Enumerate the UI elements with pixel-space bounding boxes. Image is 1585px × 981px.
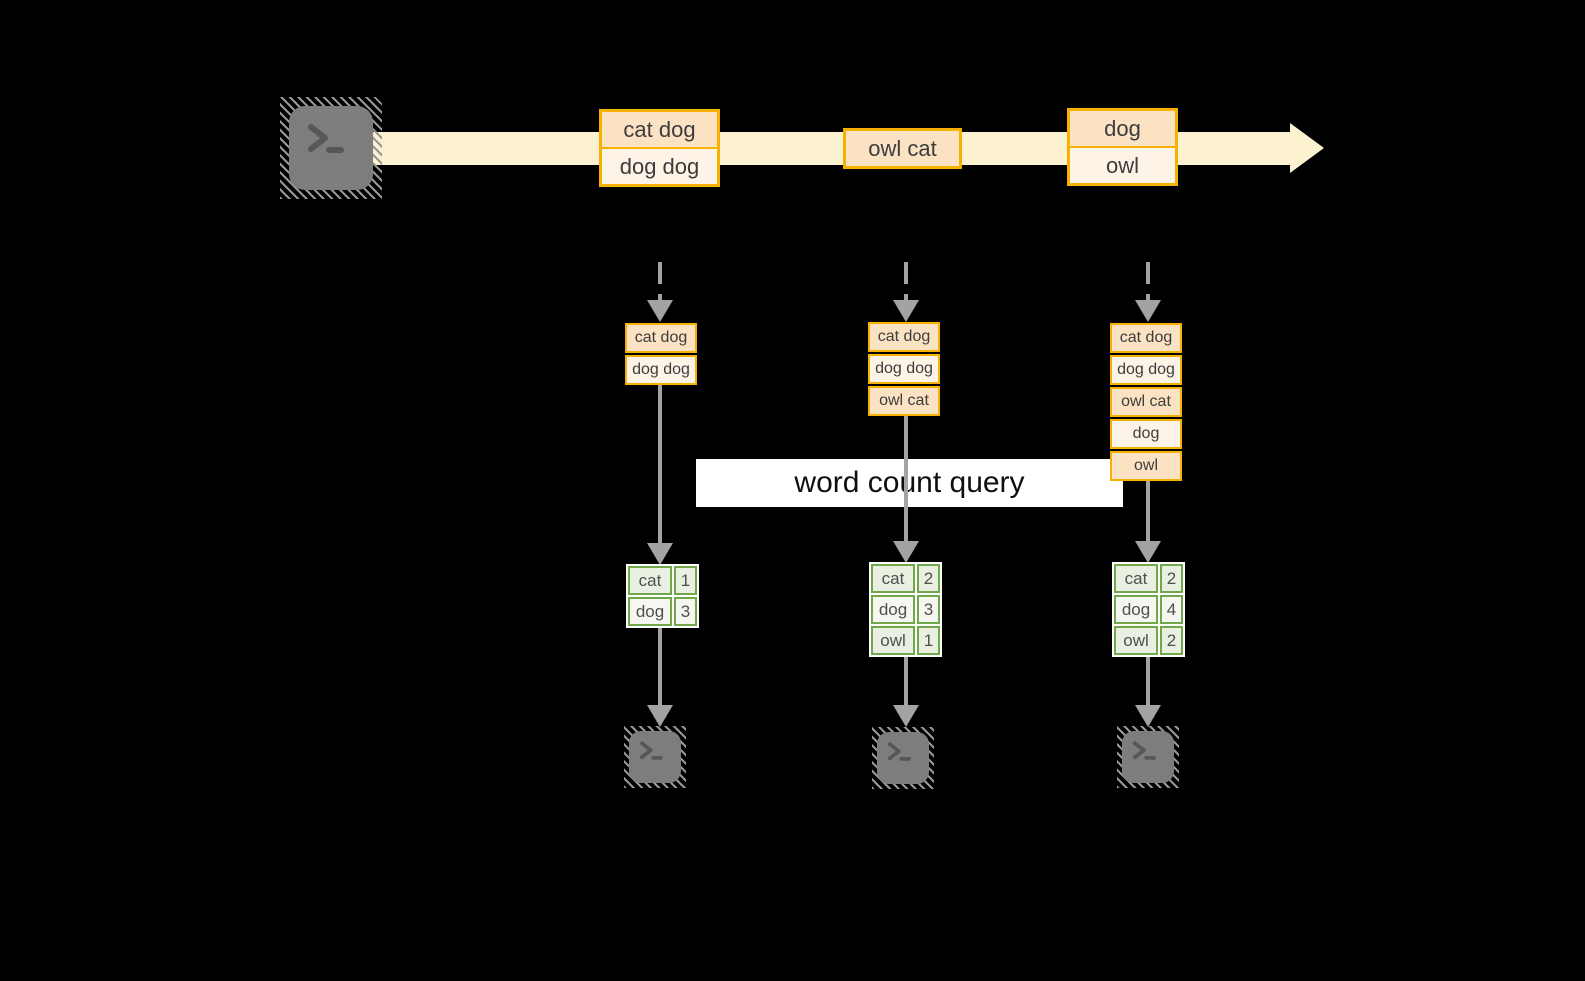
- stream-event-2: owl cat: [843, 128, 962, 169]
- arrow-line: [904, 657, 908, 705]
- buffer-row: cat dog: [625, 323, 697, 353]
- buffer-row: cat dog: [868, 322, 940, 352]
- arrow-line: [904, 416, 908, 541]
- arrowhead-down-icon: [647, 705, 673, 727]
- dashed-arrow-line: [658, 262, 662, 300]
- count-value-cell: 1: [674, 566, 697, 595]
- terminal-prompt-icon: [1132, 741, 1156, 760]
- stream-source-terminal-icon: [280, 97, 382, 199]
- terminal-prompt-icon: [639, 741, 663, 760]
- arrow-line: [1146, 657, 1150, 705]
- stream-timeline-arrowhead-icon: [1290, 123, 1324, 173]
- count-word-cell: cat: [628, 566, 672, 595]
- buffer-row: dog dog: [868, 354, 940, 384]
- count-value-cell: 2: [917, 564, 940, 593]
- arrow-line: [1146, 481, 1150, 541]
- arrow-line: [658, 628, 662, 705]
- count-table-2: cat 2 dog 3 owl 1: [869, 562, 942, 657]
- dashed-arrow-line: [904, 262, 908, 300]
- count-value-cell: 3: [917, 595, 940, 624]
- count-value-cell: 3: [674, 597, 697, 626]
- terminal-prompt-icon: [308, 124, 344, 153]
- count-value-cell: 2: [1160, 626, 1183, 655]
- terminal-body: [629, 731, 681, 783]
- terminal-prompt-icon: [887, 742, 911, 761]
- buffer-stack-2: cat dog dog dog owl cat: [868, 322, 940, 416]
- arrowhead-down-icon: [893, 705, 919, 727]
- arrowhead-down-icon: [893, 541, 919, 563]
- stream-event-row: owl: [1070, 146, 1175, 183]
- count-word-cell: cat: [1114, 564, 1158, 593]
- count-word-cell: dog: [628, 597, 672, 626]
- arrowhead-down-icon: [1135, 300, 1161, 322]
- sink-terminal-icon-3: [1117, 726, 1179, 788]
- sink-terminal-icon-2: [872, 727, 934, 789]
- arrowhead-down-icon: [1135, 541, 1161, 563]
- buffer-row: owl cat: [868, 386, 940, 416]
- count-word-cell: dog: [871, 595, 915, 624]
- buffer-stack-3: cat dog dog dog owl cat dog owl: [1110, 323, 1182, 481]
- dashed-arrow-line: [1146, 262, 1150, 300]
- buffer-stack-1: cat dog dog dog: [625, 323, 697, 385]
- count-word-cell: owl: [1114, 626, 1158, 655]
- stream-event-1: cat dog dog dog: [599, 109, 720, 187]
- buffer-row: dog: [1110, 419, 1182, 449]
- stream-event-row: owl cat: [846, 131, 959, 166]
- terminal-body: [877, 732, 929, 784]
- stream-event-3: dog owl: [1067, 108, 1178, 186]
- count-value-cell: 4: [1160, 595, 1183, 624]
- count-word-cell: owl: [871, 626, 915, 655]
- terminal-body: [1122, 731, 1174, 783]
- buffer-row: dog dog: [1110, 355, 1182, 385]
- buffer-row: dog dog: [625, 355, 697, 385]
- arrowhead-down-icon: [647, 543, 673, 565]
- count-table-1: cat 1 dog 3: [626, 564, 699, 628]
- stream-event-row: dog: [1070, 111, 1175, 146]
- arrowhead-down-icon: [647, 300, 673, 322]
- count-table-3: cat 2 dog 4 owl 2: [1112, 562, 1185, 657]
- terminal-body: [289, 106, 373, 190]
- sink-terminal-icon-1: [624, 726, 686, 788]
- count-value-cell: 2: [1160, 564, 1183, 593]
- stream-event-row: dog dog: [602, 147, 717, 184]
- query-label: word count query: [696, 459, 1123, 507]
- count-word-cell: dog: [1114, 595, 1158, 624]
- count-value-cell: 1: [917, 626, 940, 655]
- count-word-cell: cat: [871, 564, 915, 593]
- arrowhead-down-icon: [893, 300, 919, 322]
- stream-event-row: cat dog: [602, 112, 717, 147]
- arrowhead-down-icon: [1135, 705, 1161, 727]
- arrow-line: [658, 385, 662, 543]
- buffer-row: owl: [1110, 451, 1182, 481]
- buffer-row: cat dog: [1110, 323, 1182, 353]
- buffer-row: owl cat: [1110, 387, 1182, 417]
